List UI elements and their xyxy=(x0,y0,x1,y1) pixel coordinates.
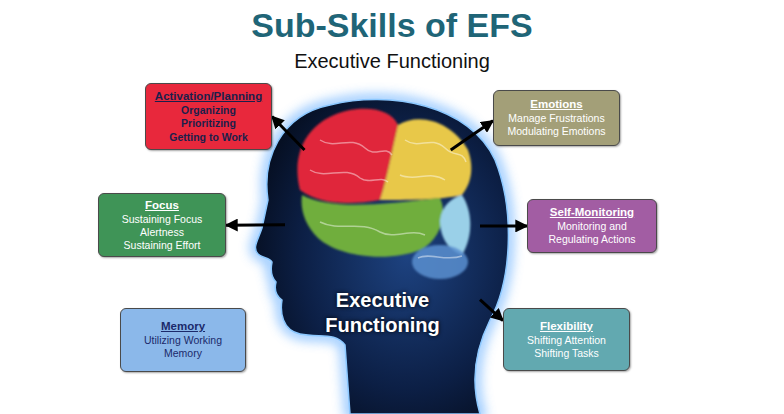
box-item: Alertness xyxy=(140,226,184,239)
head-fill xyxy=(255,100,508,414)
fold-line xyxy=(310,170,388,182)
diagram-title: Sub-Skills of EFS xyxy=(0,6,784,45)
head-node: Executive Functioning xyxy=(285,150,480,370)
box-heading: Self-Monitoring xyxy=(550,205,634,220)
box-item: Shifting Tasks xyxy=(534,347,599,360)
brain xyxy=(297,109,471,279)
box-item: Prioritizing xyxy=(181,117,236,130)
fold-line xyxy=(320,222,425,235)
head-silhouette xyxy=(255,100,508,414)
box-item: Getting to Work xyxy=(169,131,248,144)
fold-line xyxy=(320,140,392,155)
temporal-lobe xyxy=(302,195,443,257)
arrow-connector xyxy=(451,121,493,150)
head-glow xyxy=(255,100,508,414)
box-item: Sustaining Focus xyxy=(122,213,203,226)
box-heading: Memory xyxy=(161,319,205,334)
brain-folds xyxy=(310,140,466,258)
center-label: Executive Functioning xyxy=(308,288,458,338)
arrow-connector xyxy=(480,300,503,321)
box-item: Sustaining Effort xyxy=(124,239,201,252)
box-heading: Emotions xyxy=(530,97,582,112)
skill-box: MemoryUtilizing Working Memory xyxy=(120,308,246,372)
arrow-connector xyxy=(226,223,285,226)
subtitle-label: Executive Functioning xyxy=(0,50,784,73)
skill-box: FocusSustaining FocusAlertnessSustaining… xyxy=(98,193,226,257)
box-item: Organizing xyxy=(181,104,236,117)
skill-box: Self-MonitoringMonitoring and Regulating… xyxy=(527,199,657,253)
arrow-connector xyxy=(480,224,527,227)
box-heading: Flexibility xyxy=(540,319,593,334)
fold-line xyxy=(405,140,466,162)
box-item: Utilizing Working Memory xyxy=(127,334,239,360)
box-heading: Focus xyxy=(145,198,179,213)
fold-line xyxy=(400,175,445,180)
parietal-lobe xyxy=(380,119,471,200)
skill-box: FlexibilityShifting AttentionShifting Ta… xyxy=(503,308,630,371)
skill-box: Activation/PlanningOrganizingPrioritizin… xyxy=(145,83,272,150)
cerebellum xyxy=(412,245,468,279)
box-item: Modulating Emotions xyxy=(507,125,605,138)
arrow-connector xyxy=(272,117,305,151)
box-item: Shifting Attention xyxy=(527,334,606,347)
frontal-lobe xyxy=(297,109,398,203)
fold-line xyxy=(418,256,462,258)
box-item: Manage Frustrations xyxy=(508,112,604,125)
box-item: Monitoring and Regulating Actions xyxy=(534,220,650,246)
skill-box: EmotionsManage FrustrationsModulating Em… xyxy=(493,90,620,146)
box-heading: Activation/Planning xyxy=(155,89,262,104)
